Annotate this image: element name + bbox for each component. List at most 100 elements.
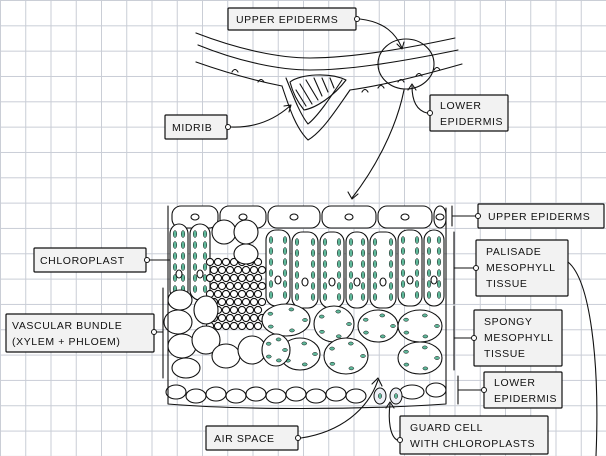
- nucleus: [290, 214, 298, 220]
- vascular-cell: [210, 266, 217, 273]
- chloroplast: [404, 350, 409, 353]
- chloroplast: [361, 250, 365, 257]
- chloroplast: [415, 281, 419, 288]
- chloroplast: [311, 250, 315, 257]
- chloroplast: [347, 322, 352, 325]
- svg-text:WITH CHLOROPLASTS: WITH CHLOROPLASTS: [410, 438, 535, 450]
- chloroplast: [349, 272, 353, 279]
- chloroplast: [311, 239, 315, 246]
- chloroplast: [437, 281, 441, 288]
- nucleus: [239, 214, 247, 220]
- lower-epidermis-cell: [326, 387, 346, 401]
- vascular-cell: [254, 290, 261, 297]
- label-lower-epidermis-top: LOWER EPIDERMIS: [408, 84, 508, 131]
- chloroplast: [427, 248, 431, 255]
- chloroplast: [427, 259, 431, 266]
- chloroplast: [423, 335, 428, 338]
- svg-text:PALISADE: PALISADE: [486, 246, 541, 258]
- vascular-cell: [238, 290, 245, 297]
- chloroplast: [193, 242, 197, 249]
- vascular-cell: [230, 290, 237, 297]
- chloroplast: [193, 231, 197, 238]
- vascular-cell: [226, 282, 233, 289]
- chloroplast: [283, 248, 287, 255]
- chloroplast: [361, 261, 365, 268]
- chloroplast: [389, 239, 393, 246]
- vascular-cell: [226, 298, 233, 305]
- chloroplast: [283, 237, 287, 244]
- chloroplast: [276, 338, 281, 341]
- lower-epidermis-cell: [206, 387, 226, 401]
- chloroplast: [404, 363, 409, 366]
- chloroplast: [203, 286, 207, 293]
- vascular-cell: [238, 306, 245, 313]
- chloroplast: [266, 342, 271, 345]
- chloroplast: [181, 253, 185, 260]
- chloroplast: [401, 259, 405, 266]
- lower-epidermis-cell: [426, 383, 446, 397]
- chloroplast: [404, 318, 409, 321]
- vascular-cell: [222, 322, 229, 329]
- chloroplast: [389, 250, 393, 257]
- svg-text:SPONGY: SPONGY: [484, 316, 533, 328]
- chloroplast: [348, 342, 353, 345]
- chloroplast: [269, 281, 273, 288]
- chloroplast: [283, 292, 287, 299]
- chloroplast: [437, 270, 441, 277]
- chloroplast: [389, 294, 393, 301]
- vascular-cell: [222, 274, 229, 281]
- vascular-cell: [250, 298, 257, 305]
- nucleus: [275, 276, 281, 284]
- vascular-cell: [242, 282, 249, 289]
- nucleus: [302, 278, 308, 286]
- vascular-cell: [246, 322, 253, 329]
- vascular-cell: [254, 274, 261, 281]
- chloroplast: [302, 363, 307, 366]
- vascular-cell: [206, 274, 213, 281]
- chloroplast: [323, 250, 327, 257]
- chloroplast: [323, 239, 327, 246]
- midrib-xylem-lines: [296, 78, 334, 106]
- vascular-cell: [250, 282, 257, 289]
- chloroplast: [415, 259, 419, 266]
- chloroplast: [311, 272, 315, 279]
- zoom-arrow-head: [348, 192, 358, 199]
- chloroplast: [389, 272, 393, 279]
- chloroplast: [415, 237, 419, 244]
- chloroplast: [361, 283, 365, 290]
- svg-text:GUARD CELL: GUARD CELL: [410, 422, 483, 434]
- vascular-cell: [258, 282, 265, 289]
- chloroplast: [266, 355, 271, 358]
- chloroplast: [401, 237, 405, 244]
- nucleus: [197, 270, 203, 278]
- vascular-cell: [218, 298, 225, 305]
- svg-text:UPPER EPIDERMS: UPPER EPIDERMS: [488, 211, 590, 223]
- label-lower-epidermis-right: LOWER EPIDERMIS: [458, 372, 562, 408]
- chloroplast: [302, 342, 307, 345]
- vascular-cell: [234, 314, 241, 321]
- chloroplast: [193, 253, 197, 260]
- chloroplast: [295, 250, 299, 257]
- chloroplast: [389, 261, 393, 268]
- chloroplast: [336, 335, 341, 338]
- midrib-vascular-bundle: [290, 75, 346, 110]
- svg-text:TISSUE: TISSUE: [484, 348, 526, 360]
- chloroplast: [203, 231, 207, 238]
- chloroplast: [295, 283, 299, 290]
- chloroplast: [437, 292, 441, 299]
- leaf-lower-surface-left: [196, 62, 282, 86]
- vascular-cell: [234, 282, 241, 289]
- chloroplast: [323, 261, 327, 268]
- chloroplast: [435, 324, 440, 327]
- tissue-cell: [212, 220, 236, 244]
- label-upper-epiderms-right: UPPER EPIDERMS: [452, 204, 604, 228]
- chloroplast: [269, 248, 273, 255]
- chloroplast: [295, 261, 299, 268]
- chloroplast: [380, 314, 385, 317]
- chloroplast: [193, 275, 197, 282]
- chloroplast: [311, 294, 315, 301]
- label-chloroplast: CHLOROPLAST: [34, 248, 176, 272]
- tissue-cell: [234, 220, 258, 244]
